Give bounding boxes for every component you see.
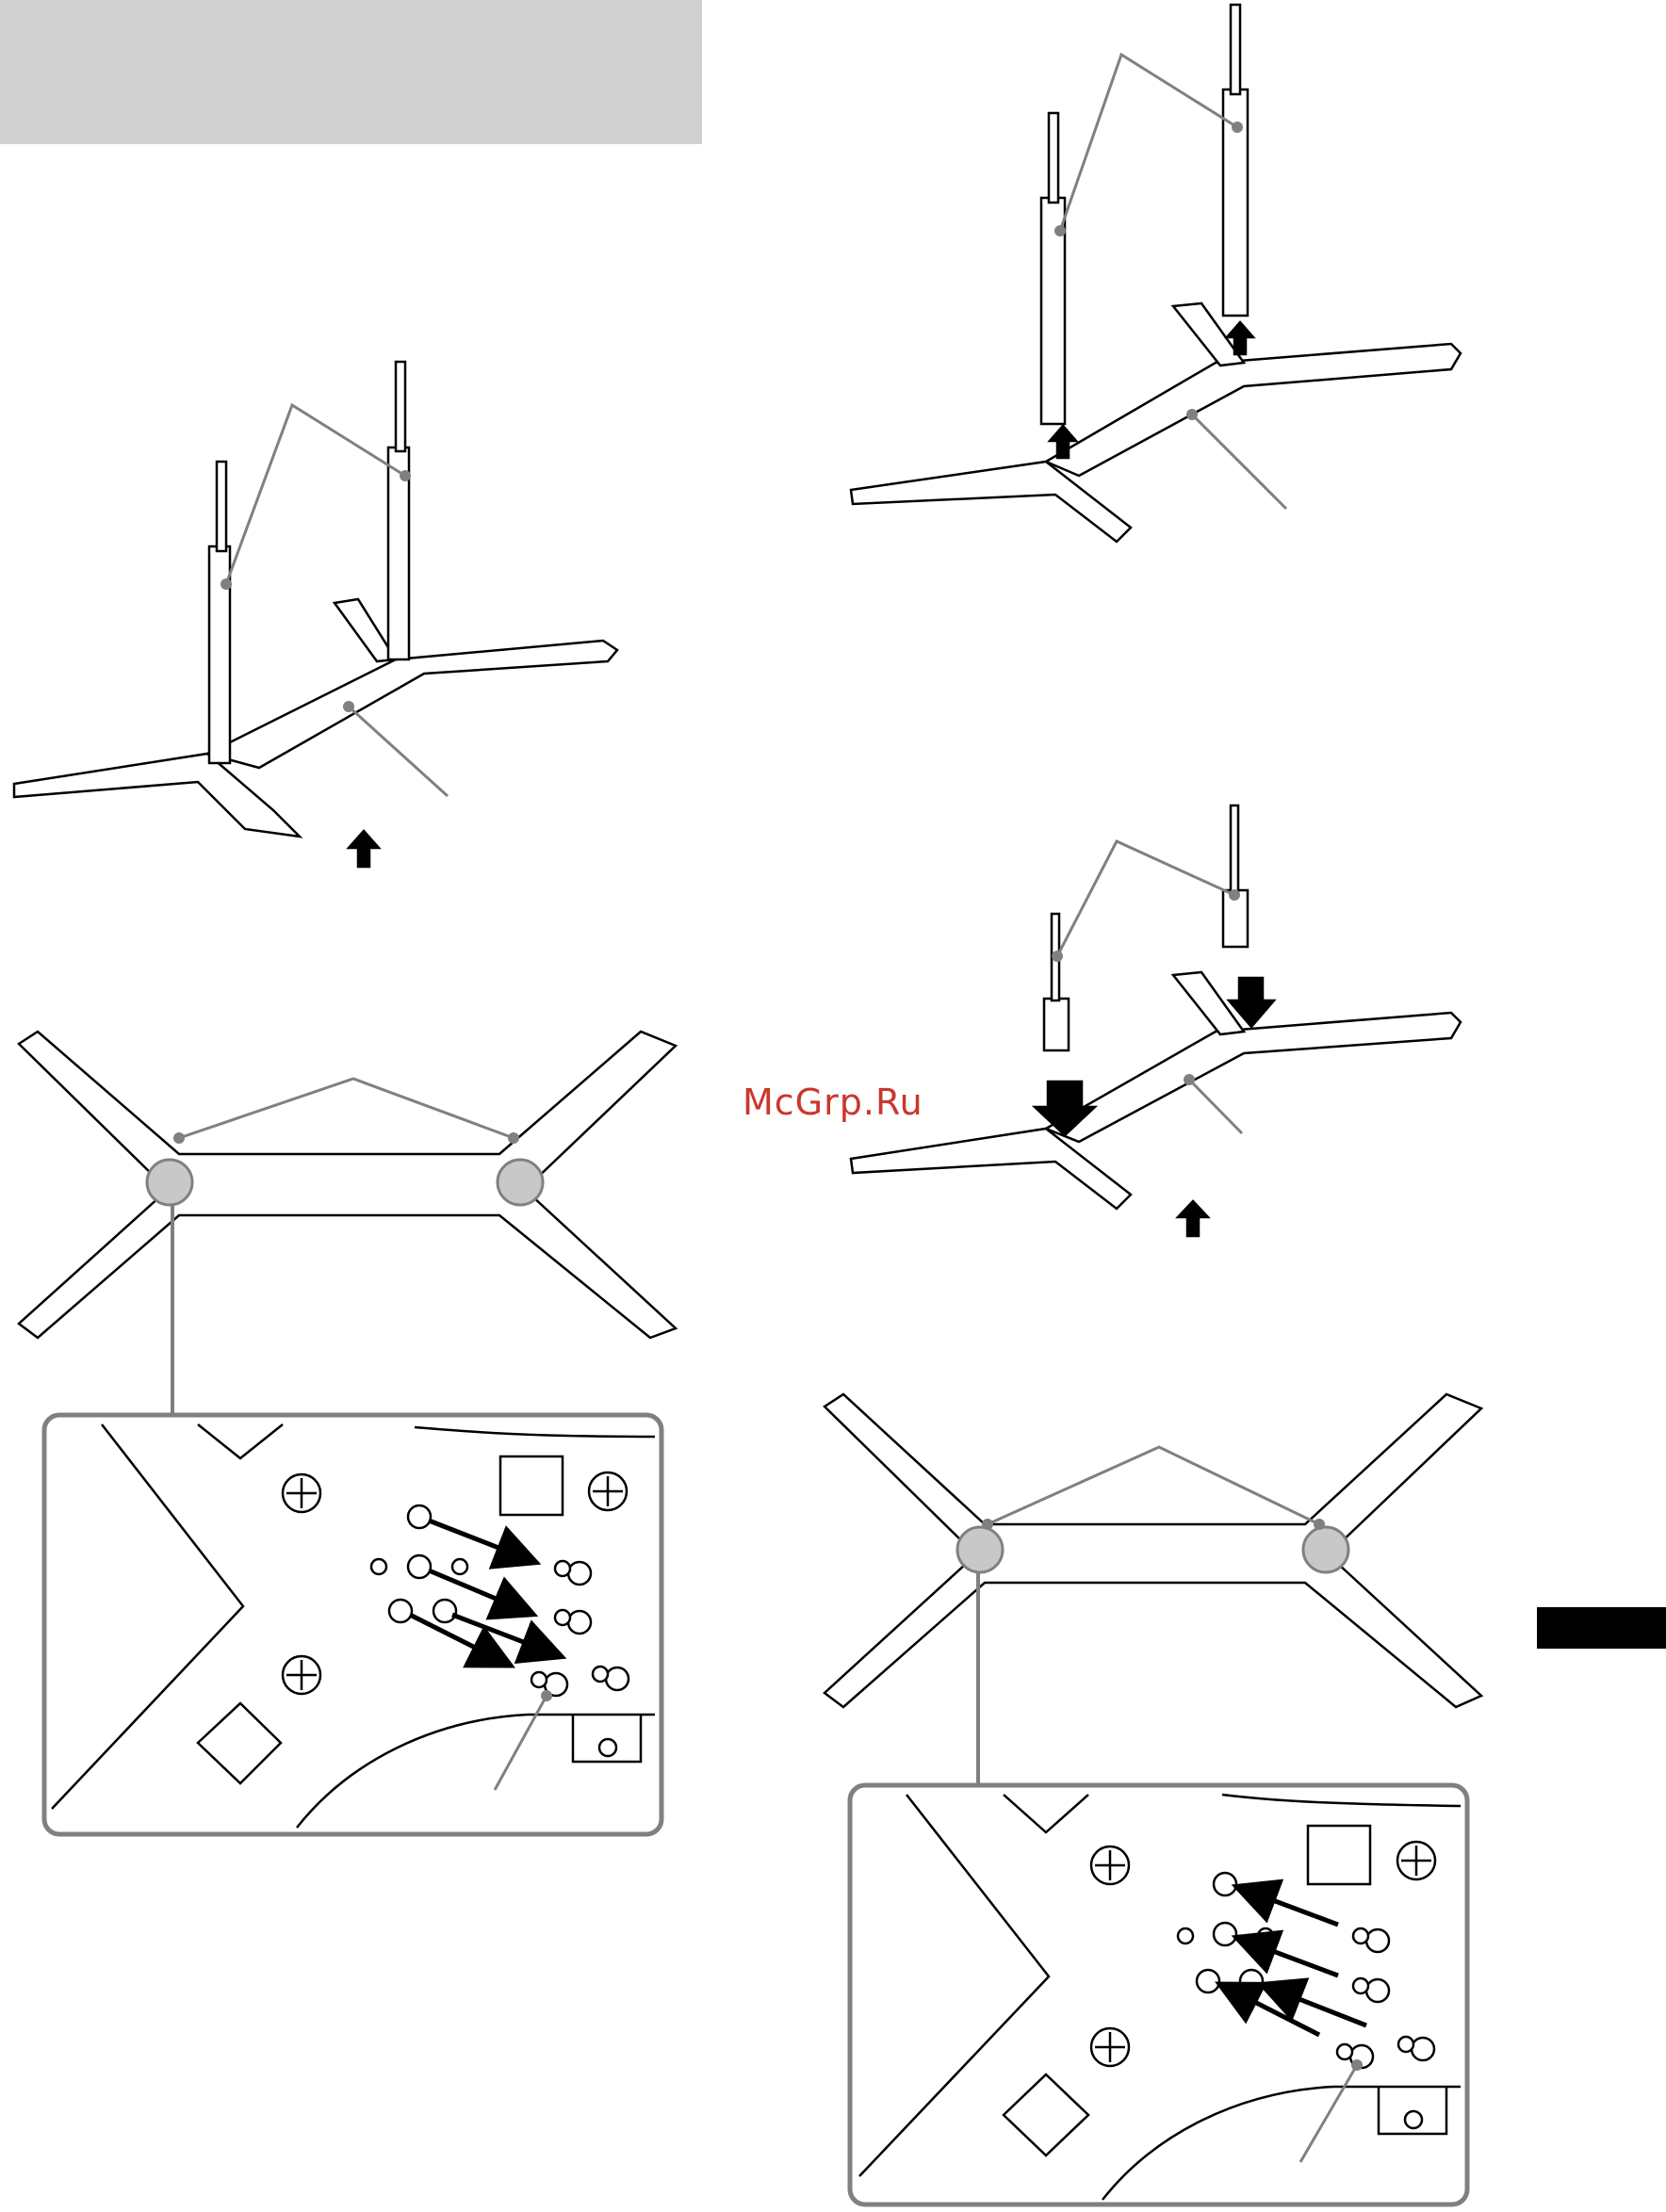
base-underside-icon — [825, 1394, 1481, 1707]
up-arrow-icon — [349, 831, 379, 867]
base-underside-icon — [19, 1032, 676, 1338]
base-icon — [851, 1129, 1131, 1209]
fig-stand-assembled-left — [14, 362, 617, 867]
watermark-text: McGrp.Ru — [743, 1082, 923, 1123]
up-arrow-icon — [1178, 1201, 1208, 1236]
post-icon — [1044, 999, 1069, 1050]
fig-stand-insert-right — [851, 805, 1461, 1236]
fig-base-underside-right — [825, 1394, 1481, 2204]
base-icon — [851, 462, 1131, 542]
fig-base-underside-left — [19, 1032, 676, 1834]
fig-stand-exploded-top-right — [851, 5, 1461, 542]
